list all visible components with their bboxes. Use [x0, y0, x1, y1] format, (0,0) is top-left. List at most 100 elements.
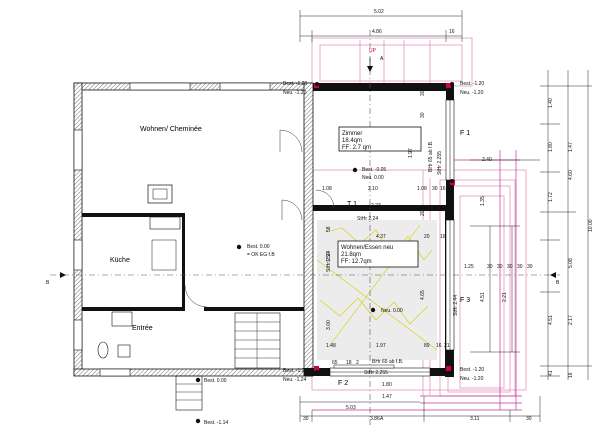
level-neu-124: Neu. -1.24 [283, 377, 307, 383]
svg-text:21: 21 [444, 343, 450, 349]
svg-text:2.21: 2.21 [502, 292, 508, 302]
label-bhr-65b: BHr 65 ab f.B. [372, 359, 403, 365]
svg-text:16: 16 [440, 234, 446, 240]
svg-text:18: 18 [346, 360, 352, 366]
room-label-kueche: Küche [110, 257, 130, 264]
wohnen-essen-label-box [337, 240, 419, 268]
room-label-wohnen-cheminee: Wohnen/ Cheminée [140, 126, 202, 133]
wohnen-essen-area: 21.8qm [341, 252, 361, 258]
level-best-120b: Best. -1.20 [460, 81, 484, 87]
svg-text:16: 16 [436, 343, 442, 349]
dimension-texts: 5.02 4.86 16 3016 30 1.97 1.08 2.10 1.08… [303, 9, 594, 422]
svg-text:2.10: 2.10 [368, 186, 378, 192]
svg-text:2: 2 [356, 360, 359, 366]
level-neu-120a: Neu. -1.20 [283, 90, 307, 96]
level-neu-000b: Neu. 0.00 [381, 308, 403, 314]
level-best-000b: Best. 0.00 [204, 378, 227, 384]
svg-text:16: 16 [568, 372, 574, 378]
svg-text:1.25: 1.25 [464, 264, 474, 270]
label-t1: T 1 [347, 201, 357, 208]
svg-text:10.00: 10.00 [588, 219, 594, 232]
section-axes [50, 30, 560, 425]
svg-text:4.37: 4.37 [376, 234, 386, 240]
section-a-top: A [380, 56, 384, 62]
svg-text:1.72: 1.72 [548, 192, 554, 202]
svg-text:5.03: 5.03 [346, 405, 356, 411]
svg-text:1.97: 1.97 [376, 343, 386, 349]
wohnen-essen-name: Wohnen/Essen neu [341, 245, 393, 251]
section-a-bottom: A [380, 416, 384, 422]
svg-text:4.51: 4.51 [548, 315, 554, 325]
label-sthr-2255b: StHr 2.255 [364, 370, 388, 376]
section-b-left: B [46, 280, 50, 286]
label-sthr-244: StHr 2.44 [453, 295, 459, 316]
zimmer-label-box [338, 126, 422, 152]
svg-text:58: 58 [326, 226, 332, 232]
svg-text:1.08: 1.08 [322, 186, 332, 192]
zimmer-name: Zimmer [342, 131, 362, 137]
svg-text:1.97: 1.97 [408, 148, 414, 158]
label-f1: F 1 [460, 130, 470, 137]
svg-text:30: 30 [487, 264, 493, 270]
label-sthr-224a: StHr 2.24 [357, 216, 378, 222]
level-neu-120b: Neu. -1.20 [460, 90, 484, 96]
svg-text:4.60: 4.60 [568, 170, 574, 180]
svg-text:1.47: 1.47 [382, 394, 392, 400]
svg-text:4.86: 4.86 [372, 29, 382, 35]
new-walls [303, 82, 455, 377]
svg-text:20: 20 [420, 210, 426, 216]
svg-text:16: 16 [440, 186, 446, 192]
label-bhr-65a: BHr 65 ab f.B. [428, 141, 434, 172]
up-label: UP [369, 48, 377, 54]
svg-text:41: 41 [548, 370, 554, 376]
interior-fixtures [97, 129, 395, 411]
svg-text:1.35: 1.35 [480, 196, 486, 206]
svg-text:5.02: 5.02 [374, 9, 384, 15]
label-f2: F 2 [338, 380, 348, 387]
right-dimensions [470, 70, 592, 380]
svg-text:30: 30 [517, 264, 523, 270]
level-markers: Best. 0.00 = OK EG f.B Best. -0.05 Neu. … [195, 81, 484, 426]
level-best-126: Best. -1.26 [283, 368, 307, 374]
svg-text:3.11: 3.11 [470, 416, 480, 422]
level-ok-eg: = OK EG f.B [247, 252, 275, 258]
level-best-120a: Best. -1.20 [283, 81, 307, 87]
svg-text:4.65: 4.65 [420, 290, 426, 300]
label-f3: F 3 [460, 297, 470, 304]
svg-text:1.08: 1.08 [417, 186, 427, 192]
svg-text:2.40: 2.40 [482, 157, 492, 163]
svg-text:30: 30 [507, 264, 513, 270]
wohnen-essen-ff: FF: 12.7qm [341, 259, 372, 265]
svg-text:16: 16 [449, 29, 455, 35]
svg-text:65: 65 [332, 360, 338, 366]
svg-text:3016: 3016 [420, 85, 426, 96]
svg-text:2.17: 2.17 [568, 315, 574, 325]
svg-text:1.50: 1.50 [326, 252, 332, 262]
level-neu-000: Neu. 0.00 [362, 175, 384, 181]
svg-text:1.80: 1.80 [548, 142, 554, 152]
label-sthr-2255a: StHr 2.255 [437, 151, 443, 175]
svg-text:5.08: 5.08 [568, 258, 574, 268]
level-best-114: Best. -1.14 [204, 420, 228, 426]
label-sthr-224b: StHr 2.24 [326, 251, 332, 272]
svg-text:30: 30 [497, 264, 503, 270]
zimmer-ff: FF: 2.7 qm [342, 145, 371, 151]
svg-text:4.51: 4.51 [480, 292, 486, 302]
svg-text:3.86: 3.86 [370, 416, 380, 422]
svg-text:1.48: 1.48 [326, 343, 336, 349]
svg-text:2.23: 2.23 [371, 203, 381, 209]
svg-text:20: 20 [424, 234, 430, 240]
svg-text:1.80: 1.80 [382, 382, 392, 388]
bottom-dimensions [299, 396, 541, 422]
top-dimensions [299, 10, 463, 42]
level-best-120c: Best. -1.20 [460, 367, 484, 373]
svg-text:30: 30 [303, 416, 309, 422]
svg-text:30: 30 [526, 416, 532, 422]
svg-text:30: 30 [420, 112, 426, 118]
svg-text:30: 30 [527, 264, 533, 270]
svg-text:30: 30 [432, 186, 438, 192]
zimmer-area: 18.4qm [342, 138, 362, 144]
level-best-000: Best. 0.00 [247, 244, 270, 250]
section-b-right: B [556, 280, 560, 286]
